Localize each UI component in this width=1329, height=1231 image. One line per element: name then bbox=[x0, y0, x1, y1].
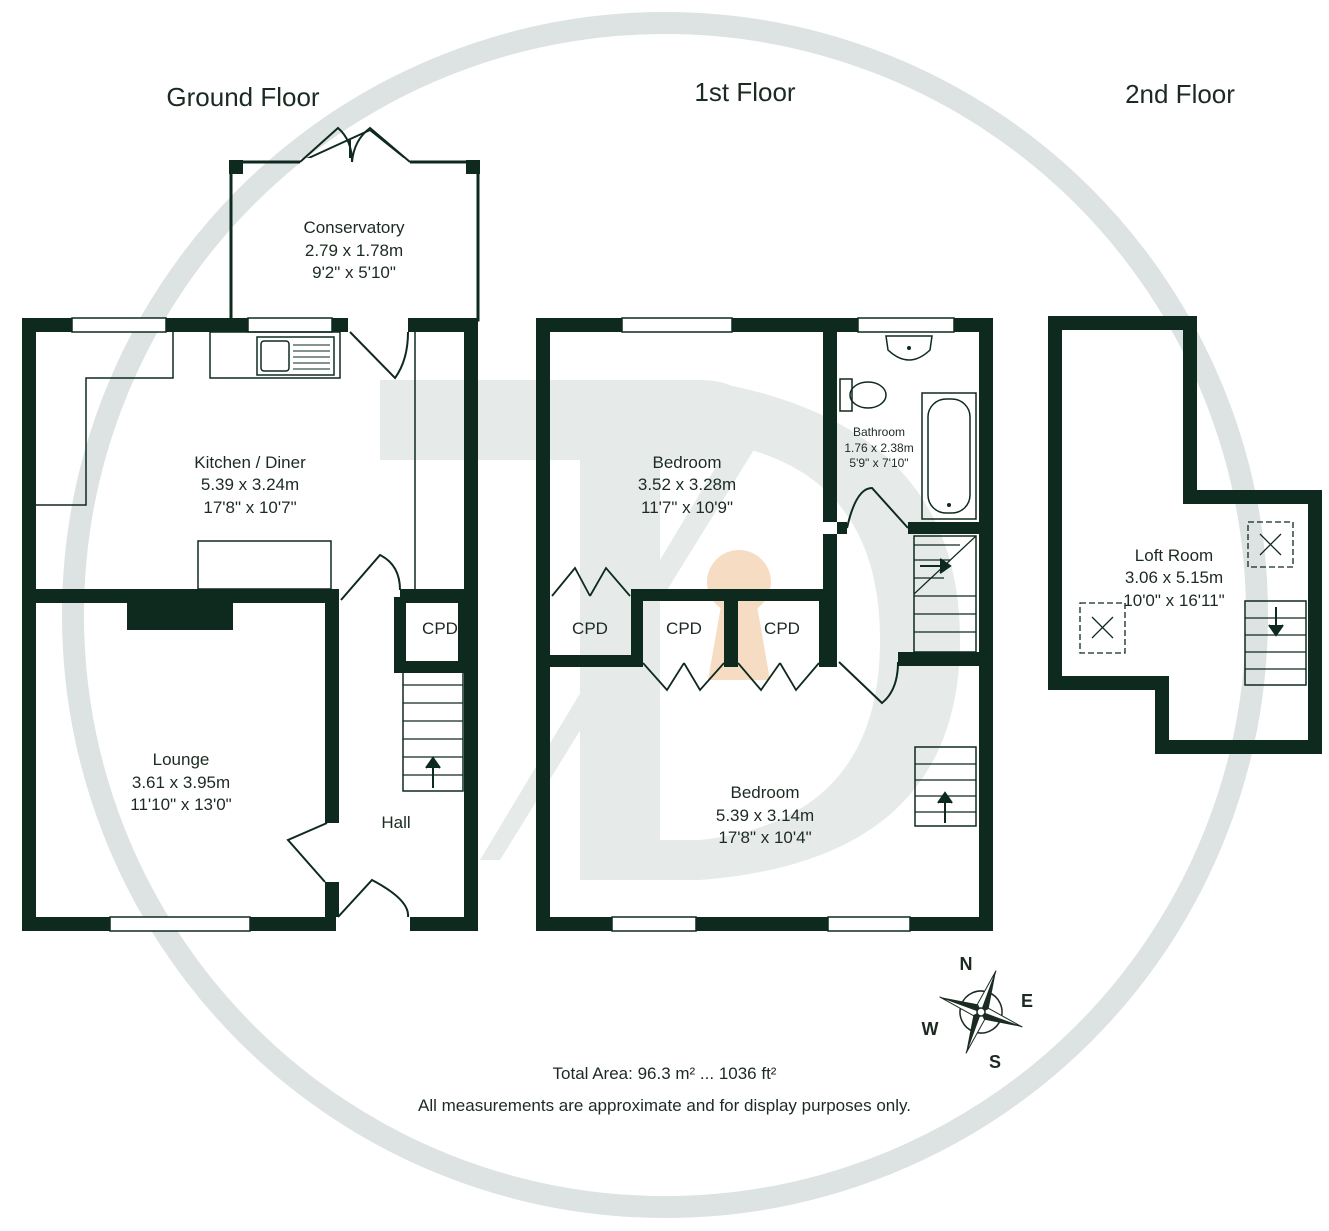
conservatory-metric: 2.79 x 1.78m bbox=[305, 241, 403, 260]
first-stairs-up bbox=[913, 535, 977, 653]
compass-w-label: W bbox=[922, 1019, 939, 1039]
compass-e-label: E bbox=[1021, 991, 1033, 1011]
skylight-icon bbox=[1247, 521, 1294, 568]
bedroom1-name: Bedroom bbox=[653, 453, 722, 472]
lounge-imperial: 11'10" x 13'0" bbox=[130, 795, 231, 814]
first-floor-plan bbox=[536, 317, 993, 932]
loft-metric: 3.06 x 5.15m bbox=[1125, 568, 1223, 587]
kitchen-metric: 5.39 x 3.24m bbox=[201, 475, 299, 494]
bedroom1-imperial: 11'7" x 10'9" bbox=[641, 498, 733, 517]
bedroom2-metric: 5.39 x 3.14m bbox=[716, 806, 814, 825]
watermark-logo bbox=[62, 12, 1268, 1218]
conservatory-imperial: 9'2" x 5'10" bbox=[312, 263, 396, 282]
compass-n-label: N bbox=[960, 954, 973, 974]
bedroom1-metric: 3.52 x 3.28m bbox=[638, 475, 736, 494]
second-floor-plan bbox=[1048, 316, 1322, 754]
bathroom-name: Bathroom bbox=[853, 425, 905, 439]
lounge-name: Lounge bbox=[153, 750, 210, 769]
first-cpd-label-3: CPD bbox=[764, 619, 800, 638]
ground-stairs bbox=[402, 666, 464, 792]
basin-icon bbox=[885, 335, 933, 361]
lounge-metric: 3.61 x 3.95m bbox=[132, 773, 230, 792]
lounge-door bbox=[286, 822, 328, 883]
hall-name: Hall bbox=[381, 813, 410, 832]
cpd-doors bbox=[551, 566, 820, 692]
kitchen-lounge-wall bbox=[36, 589, 339, 603]
ground-cpd-label: CPD bbox=[422, 619, 458, 638]
compass-s-label: S bbox=[989, 1052, 1001, 1072]
bathroom-metric: 1.76 x 2.38m bbox=[844, 441, 913, 455]
total-area: Total Area: 96.3 m² ... 1036 ft² bbox=[552, 1064, 777, 1083]
first-cpd-label-2: CPD bbox=[666, 619, 702, 638]
kitchen-worktop bbox=[36, 332, 174, 506]
first-cpd-label-1: CPD bbox=[572, 619, 608, 638]
bedroom2-imperial: 17'8" x 10'4" bbox=[718, 828, 811, 847]
ground-floor-title: Ground Floor bbox=[166, 82, 320, 112]
loft-stairs bbox=[1244, 600, 1307, 686]
loft-outer-walls bbox=[1048, 316, 1322, 754]
loft-name: Loft Room bbox=[1135, 546, 1213, 565]
chimney-breast bbox=[127, 603, 233, 630]
keyhole-logo bbox=[707, 550, 771, 680]
kitchen-imperial: 17'8" x 10'7" bbox=[203, 498, 296, 517]
sink-icon bbox=[256, 336, 335, 376]
skylight-icon bbox=[1079, 602, 1126, 654]
bathroom-imperial: 5'9" x 7'10" bbox=[849, 456, 908, 470]
first-floor-title: 1st Floor bbox=[694, 77, 795, 107]
compass-rose-icon bbox=[939, 970, 1023, 1054]
second-floor-title: 2nd Floor bbox=[1125, 79, 1235, 109]
toilet-icon bbox=[839, 378, 887, 412]
disclaimer: All measurements are approximate and for… bbox=[418, 1096, 911, 1115]
loft-imperial: 10'0" x 16'11" bbox=[1123, 591, 1224, 610]
kitchen-name: Kitchen / Diner bbox=[194, 453, 306, 472]
bath-icon bbox=[921, 392, 977, 520]
first-stairs-down bbox=[914, 746, 977, 827]
bedroom2-name: Bedroom bbox=[731, 783, 800, 802]
ground-floor-plan bbox=[22, 126, 480, 932]
conservatory-name: Conservatory bbox=[303, 218, 405, 237]
